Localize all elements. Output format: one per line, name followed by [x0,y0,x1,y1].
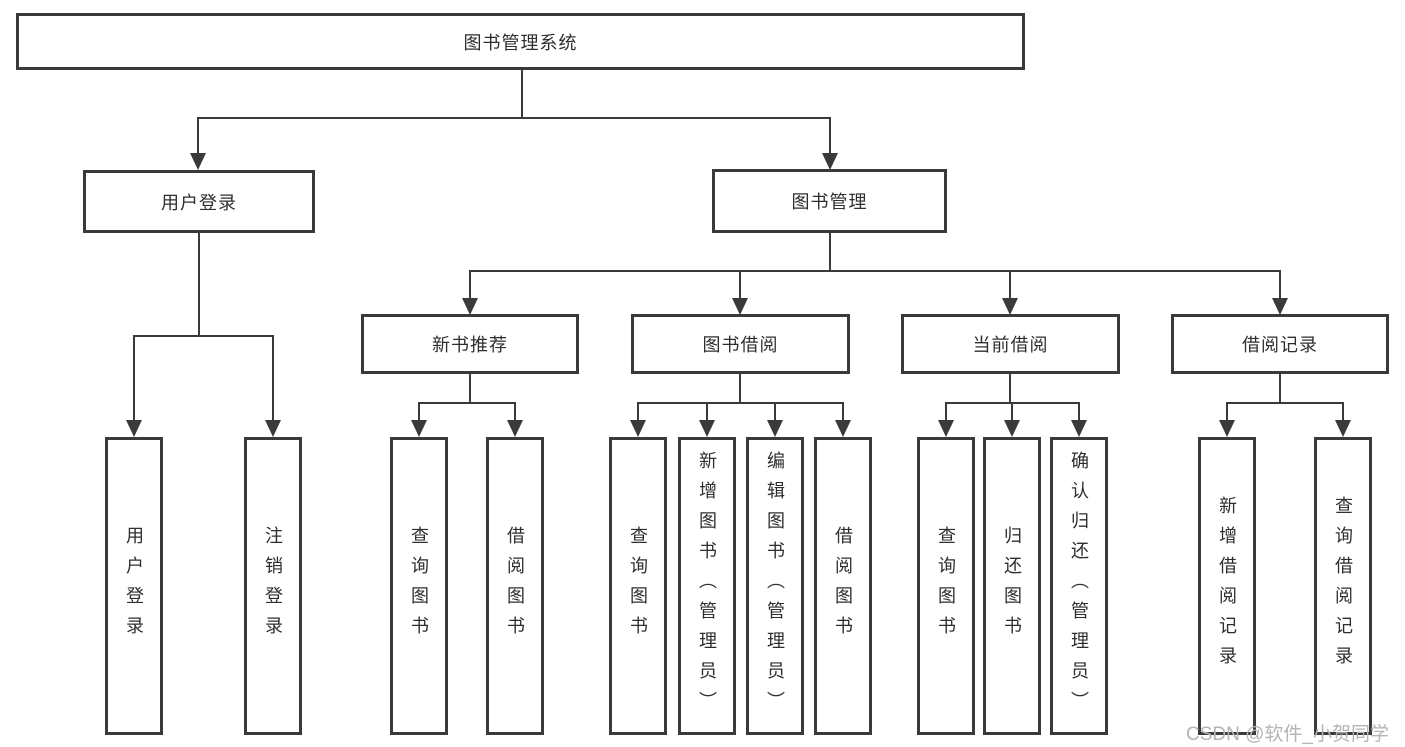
leaf-logout-label: 注销登录 [263,526,283,646]
connector-line [197,117,199,155]
connector-line [1279,270,1281,300]
leaf-borrow-add-book-admin-label: 新增图书（管理员） [697,451,717,721]
node-root-library-system: 图书管理系统 [16,13,1025,70]
connector-line [1342,402,1344,421]
connector-line [739,374,741,403]
connector-line [829,233,831,271]
arrow-down-icon [190,153,206,170]
leaf-current-confirm-return-admin-label: 确认归还（管理员） [1069,451,1089,721]
leaf-borrow-query-book: 查询图书 [609,437,667,735]
leaf-borrow-query-book-label: 查询图书 [628,526,648,646]
connector-line [1011,402,1013,421]
arrow-down-icon [630,420,646,437]
connector-line [272,335,274,421]
arrow-down-icon [1272,298,1288,315]
arrow-down-icon [835,420,851,437]
arrow-down-icon [767,420,783,437]
connector-line [1226,402,1228,421]
connector-line [133,335,273,337]
connector-line [418,402,420,421]
node-borrow-record: 借阅记录 [1171,314,1389,374]
leaf-borrow-borrow-book-label: 借阅图书 [833,526,853,646]
node-borrow-record-label: 借阅记录 [1242,335,1318,355]
node-current-borrow-label: 当前借阅 [972,335,1049,355]
leaf-record-query-borrow-record-label: 查询借阅记录 [1333,496,1353,676]
leaf-user-login: 用户登录 [105,437,163,735]
connector-line [774,402,776,421]
node-root-label: 图书管理系统 [463,32,578,53]
connector-line [197,117,831,119]
connector-line [1009,270,1011,300]
node-new-book-recommend: 新书推荐 [361,314,579,374]
node-book-borrow-label: 图书借阅 [702,335,779,355]
leaf-current-return-book-label: 归还图书 [1002,526,1022,646]
leaf-current-return-book: 归还图书 [983,437,1041,735]
leaf-record-add-borrow-record: 新增借阅记录 [1198,437,1256,735]
node-book-management-group: 图书管理 [712,169,947,233]
connector-line [469,270,471,300]
node-user-login-group: 用户登录 [83,170,315,233]
connector-line [469,270,1281,272]
leaf-current-confirm-return-admin: 确认归还（管理员） [1050,437,1108,735]
leaf-recommend-borrow-book: 借阅图书 [486,437,544,735]
node-book-management-label: 图书管理 [791,192,868,212]
leaf-borrow-add-book-admin: 新增图书（管理员） [678,437,736,735]
leaf-user-login-label: 用户登录 [124,526,144,646]
leaf-current-query-book: 查询图书 [917,437,975,735]
connector-line [198,233,200,336]
node-user-login-label: 用户登录 [161,192,237,213]
connector-line [1009,374,1011,403]
connector-line [514,402,516,421]
arrow-down-icon [1335,420,1351,437]
leaf-recommend-borrow-book-label: 借阅图书 [505,526,525,646]
arrow-down-icon [126,420,142,437]
connector-line [706,402,708,421]
connector-line [945,402,947,421]
connector-line [637,402,843,404]
connector-line [829,117,831,155]
connector-line [1279,374,1281,403]
arrow-down-icon [732,298,748,315]
leaf-current-query-book-label: 查询图书 [936,526,956,646]
arrow-down-icon [507,420,523,437]
arrow-down-icon [1004,420,1020,437]
leaf-recommend-query-book-label: 查询图书 [409,526,429,646]
connector-line [842,402,844,421]
csdn-watermark: CSDN @软件_小贺同学 [1186,724,1389,745]
arrow-down-icon [265,420,281,437]
connector-line [739,270,741,300]
connector-line [133,335,135,421]
arrow-down-icon [1219,420,1235,437]
arrow-down-icon [822,153,838,170]
arrow-down-icon [1071,420,1087,437]
connector-line [469,374,471,403]
connector-line [637,402,639,421]
connector-line [521,68,523,118]
leaf-recommend-query-book: 查询图书 [390,437,448,735]
leaf-borrow-borrow-book: 借阅图书 [814,437,872,735]
leaf-logout: 注销登录 [244,437,302,735]
leaf-record-add-borrow-record-label: 新增借阅记录 [1217,496,1237,676]
leaf-borrow-edit-book-admin: 编辑图书（管理员） [746,437,804,735]
arrow-down-icon [411,420,427,437]
arrow-down-icon [938,420,954,437]
node-book-borrow: 图书借阅 [631,314,850,374]
node-new-book-recommend-label: 新书推荐 [432,335,508,355]
arrow-down-icon [1002,298,1018,315]
arrow-down-icon [462,298,478,315]
leaf-borrow-edit-book-admin-label: 编辑图书（管理员） [765,451,785,721]
connector-line [1078,402,1080,421]
connector-line [418,402,516,404]
arrow-down-icon [699,420,715,437]
node-current-borrow: 当前借阅 [901,314,1120,374]
connector-line [1226,402,1343,404]
leaf-record-query-borrow-record: 查询借阅记录 [1314,437,1372,735]
